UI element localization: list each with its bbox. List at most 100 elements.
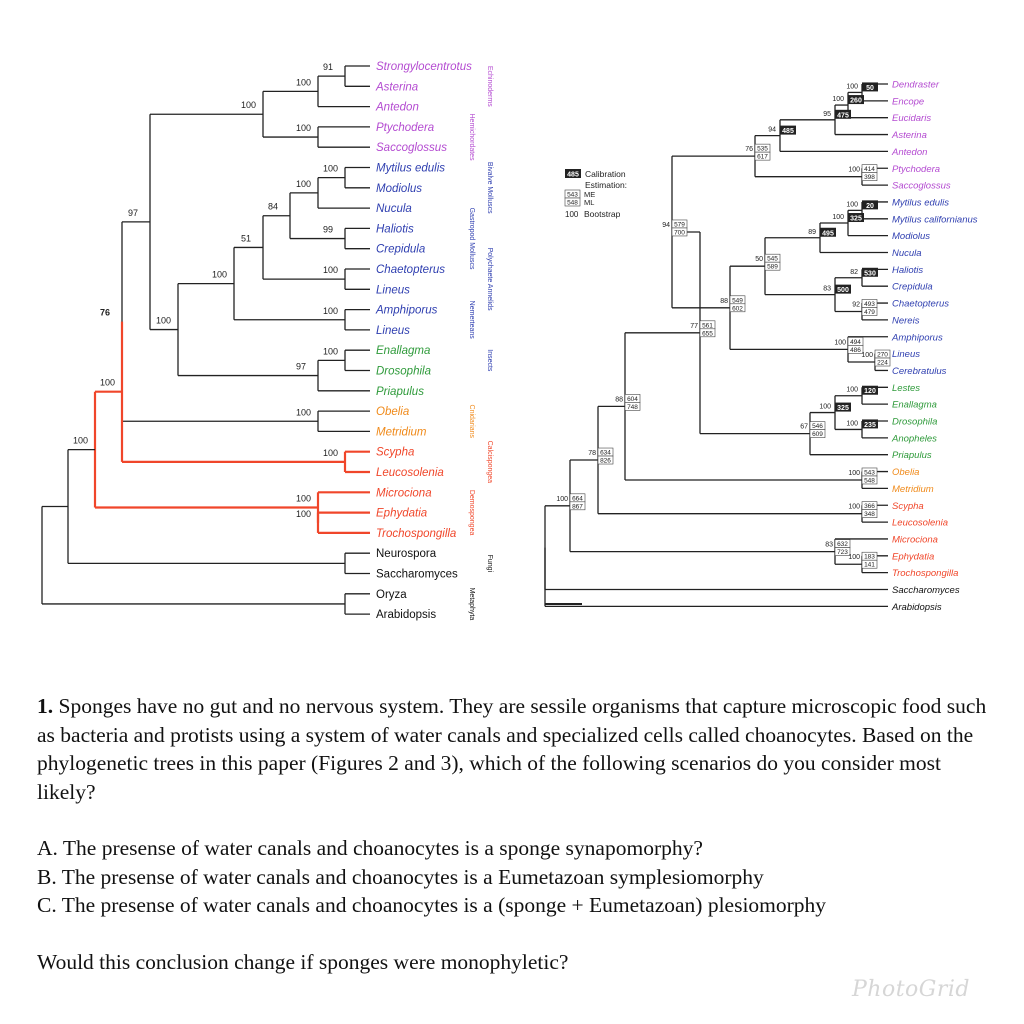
taxon-label: Enallagma — [892, 400, 937, 411]
taxon-label: Antedon — [891, 147, 927, 158]
taxon-label: Saccoglossus — [892, 181, 951, 192]
bootstrap-value: 100 — [848, 554, 860, 561]
bootstrap-value: 100 — [846, 420, 858, 427]
ml-box — [847, 345, 864, 354]
bootstrap-value: 100 — [556, 496, 568, 503]
ml-box — [861, 475, 878, 485]
taxon-label: Priapulus — [892, 450, 932, 461]
bootstrap-value: 100 — [848, 167, 860, 174]
option-a: A. The presense of water canals and choa… — [37, 836, 703, 860]
bootstrap-value: 51 — [241, 233, 251, 243]
bootstrap-value: 100 — [100, 378, 115, 388]
me-value: 183 — [864, 554, 875, 561]
ml-value: 826 — [600, 458, 611, 465]
legend-me-value: 543 — [567, 192, 578, 199]
question-block: 1. Sponges have no gut and no nervous sy… — [37, 692, 997, 976]
taxon-label: Strongylocentrotus — [376, 61, 472, 73]
ml-value: 548 — [864, 477, 875, 484]
ml-box — [699, 328, 716, 338]
ml-box — [597, 455, 614, 465]
taxon-label: Nucula — [892, 248, 922, 259]
taxon-label: Leucosolenia — [892, 518, 948, 529]
calibration-box — [835, 109, 851, 119]
right-phylogenetic-tree: DendrasterEncopeEucidarisAsterinaAntedon… — [544, 80, 978, 613]
bootstrap-value: 100 — [832, 96, 844, 103]
bootstrap-value: 83 — [823, 286, 831, 293]
ml-box — [861, 559, 878, 569]
calibration-value: 20 — [866, 203, 874, 210]
ml-box — [834, 547, 851, 556]
bootstrap-value: 89 — [808, 229, 816, 236]
group-label: Metaphyta — [468, 588, 475, 621]
me-value: 604 — [627, 396, 638, 403]
taxon-label: Haliotis — [892, 265, 923, 276]
taxon-label: Antedon — [375, 102, 419, 114]
group-label: Bivalve Molluscs — [486, 162, 493, 214]
option-c: C. The presense of water canals and choa… — [37, 893, 827, 917]
group-label: Polychaete Annelids — [486, 248, 493, 312]
bootstrap-value: 95 — [823, 111, 831, 118]
bootstrap-value: 100 — [241, 100, 256, 110]
taxon-label: Mytilus edulis — [892, 197, 949, 208]
taxon-label: Metridium — [892, 484, 934, 495]
question-number: 1. — [37, 694, 54, 718]
legend-bootstrap-label: Bootstrap — [584, 209, 621, 219]
bootstrap-value: 100 — [296, 179, 311, 189]
me-value: 579 — [674, 221, 685, 228]
calibration-box — [835, 402, 851, 412]
taxon-label: Ephydatia — [376, 508, 427, 520]
me-value: 543 — [864, 469, 875, 476]
bootstrap-value: 100 — [848, 504, 860, 511]
bootstrap-value: 100 — [323, 265, 338, 275]
legend-bootstrap-value: 100 — [565, 210, 579, 219]
calibration-box — [820, 227, 836, 237]
ml-value: 700 — [674, 229, 685, 236]
taxon-label: Mytilus californianus — [892, 214, 978, 225]
calibration-box — [835, 284, 851, 294]
bootstrap-value: 94 — [662, 222, 670, 229]
me-value: 561 — [702, 322, 713, 329]
taxon-label: Eucidaris — [892, 113, 931, 124]
ml-value: 867 — [572, 503, 583, 510]
bootstrap-value: 100 — [323, 448, 338, 458]
bootstrap-value: 100 — [296, 494, 311, 504]
bootstrap-value: 78 — [588, 450, 596, 457]
calibration-value: 50 — [866, 85, 874, 92]
calibration-box — [780, 125, 796, 135]
ml-box — [569, 501, 586, 511]
me-value: 414 — [864, 166, 875, 173]
ml-value: 589 — [767, 264, 778, 271]
taxon-label: Cerebratulus — [892, 366, 947, 377]
ml-box — [754, 151, 771, 161]
taxon-label: Microciona — [892, 534, 938, 545]
legend-ml-label: ML — [584, 198, 594, 207]
me-value: 664 — [572, 495, 583, 502]
ml-value: 486 — [850, 347, 861, 354]
taxon-label: Metridium — [376, 426, 427, 438]
followup-question: Would this conclusion change if sponges … — [37, 949, 569, 974]
group-label: Echinoderms — [486, 66, 493, 107]
taxon-label: Saccharomyces — [376, 569, 458, 581]
taxon-label: Scypha — [376, 447, 414, 459]
taxon-label: Lineus — [376, 284, 410, 296]
calibration-value: 530 — [864, 270, 876, 277]
taxon-label: Trochospongilla — [892, 568, 958, 579]
taxon-label: Haliotis — [376, 223, 414, 235]
me-value: 494 — [850, 339, 861, 346]
ml-value: 224 — [877, 360, 888, 367]
bootstrap-value: 99 — [323, 225, 333, 235]
me-value: 493 — [864, 301, 875, 308]
group-label: Demospongea — [468, 490, 475, 536]
bootstrap-value: 100 — [846, 387, 858, 394]
taxon-label: Saccharomyces — [892, 585, 960, 596]
taxon-label: Saccoglossus — [376, 142, 447, 154]
taxon-label: Amphiporus — [891, 332, 943, 343]
ml-value: 398 — [864, 174, 875, 181]
taxon-label: Priapulus — [376, 386, 424, 398]
bootstrap-value: 76 — [100, 308, 110, 318]
me-value: 632 — [837, 541, 848, 548]
option-b: B. The presense of water canals and choa… — [37, 864, 764, 889]
me-value: 270 — [877, 352, 888, 359]
calibration-value: 120 — [864, 388, 876, 395]
photogrid-watermark: PhotoGrid — [851, 977, 970, 1002]
